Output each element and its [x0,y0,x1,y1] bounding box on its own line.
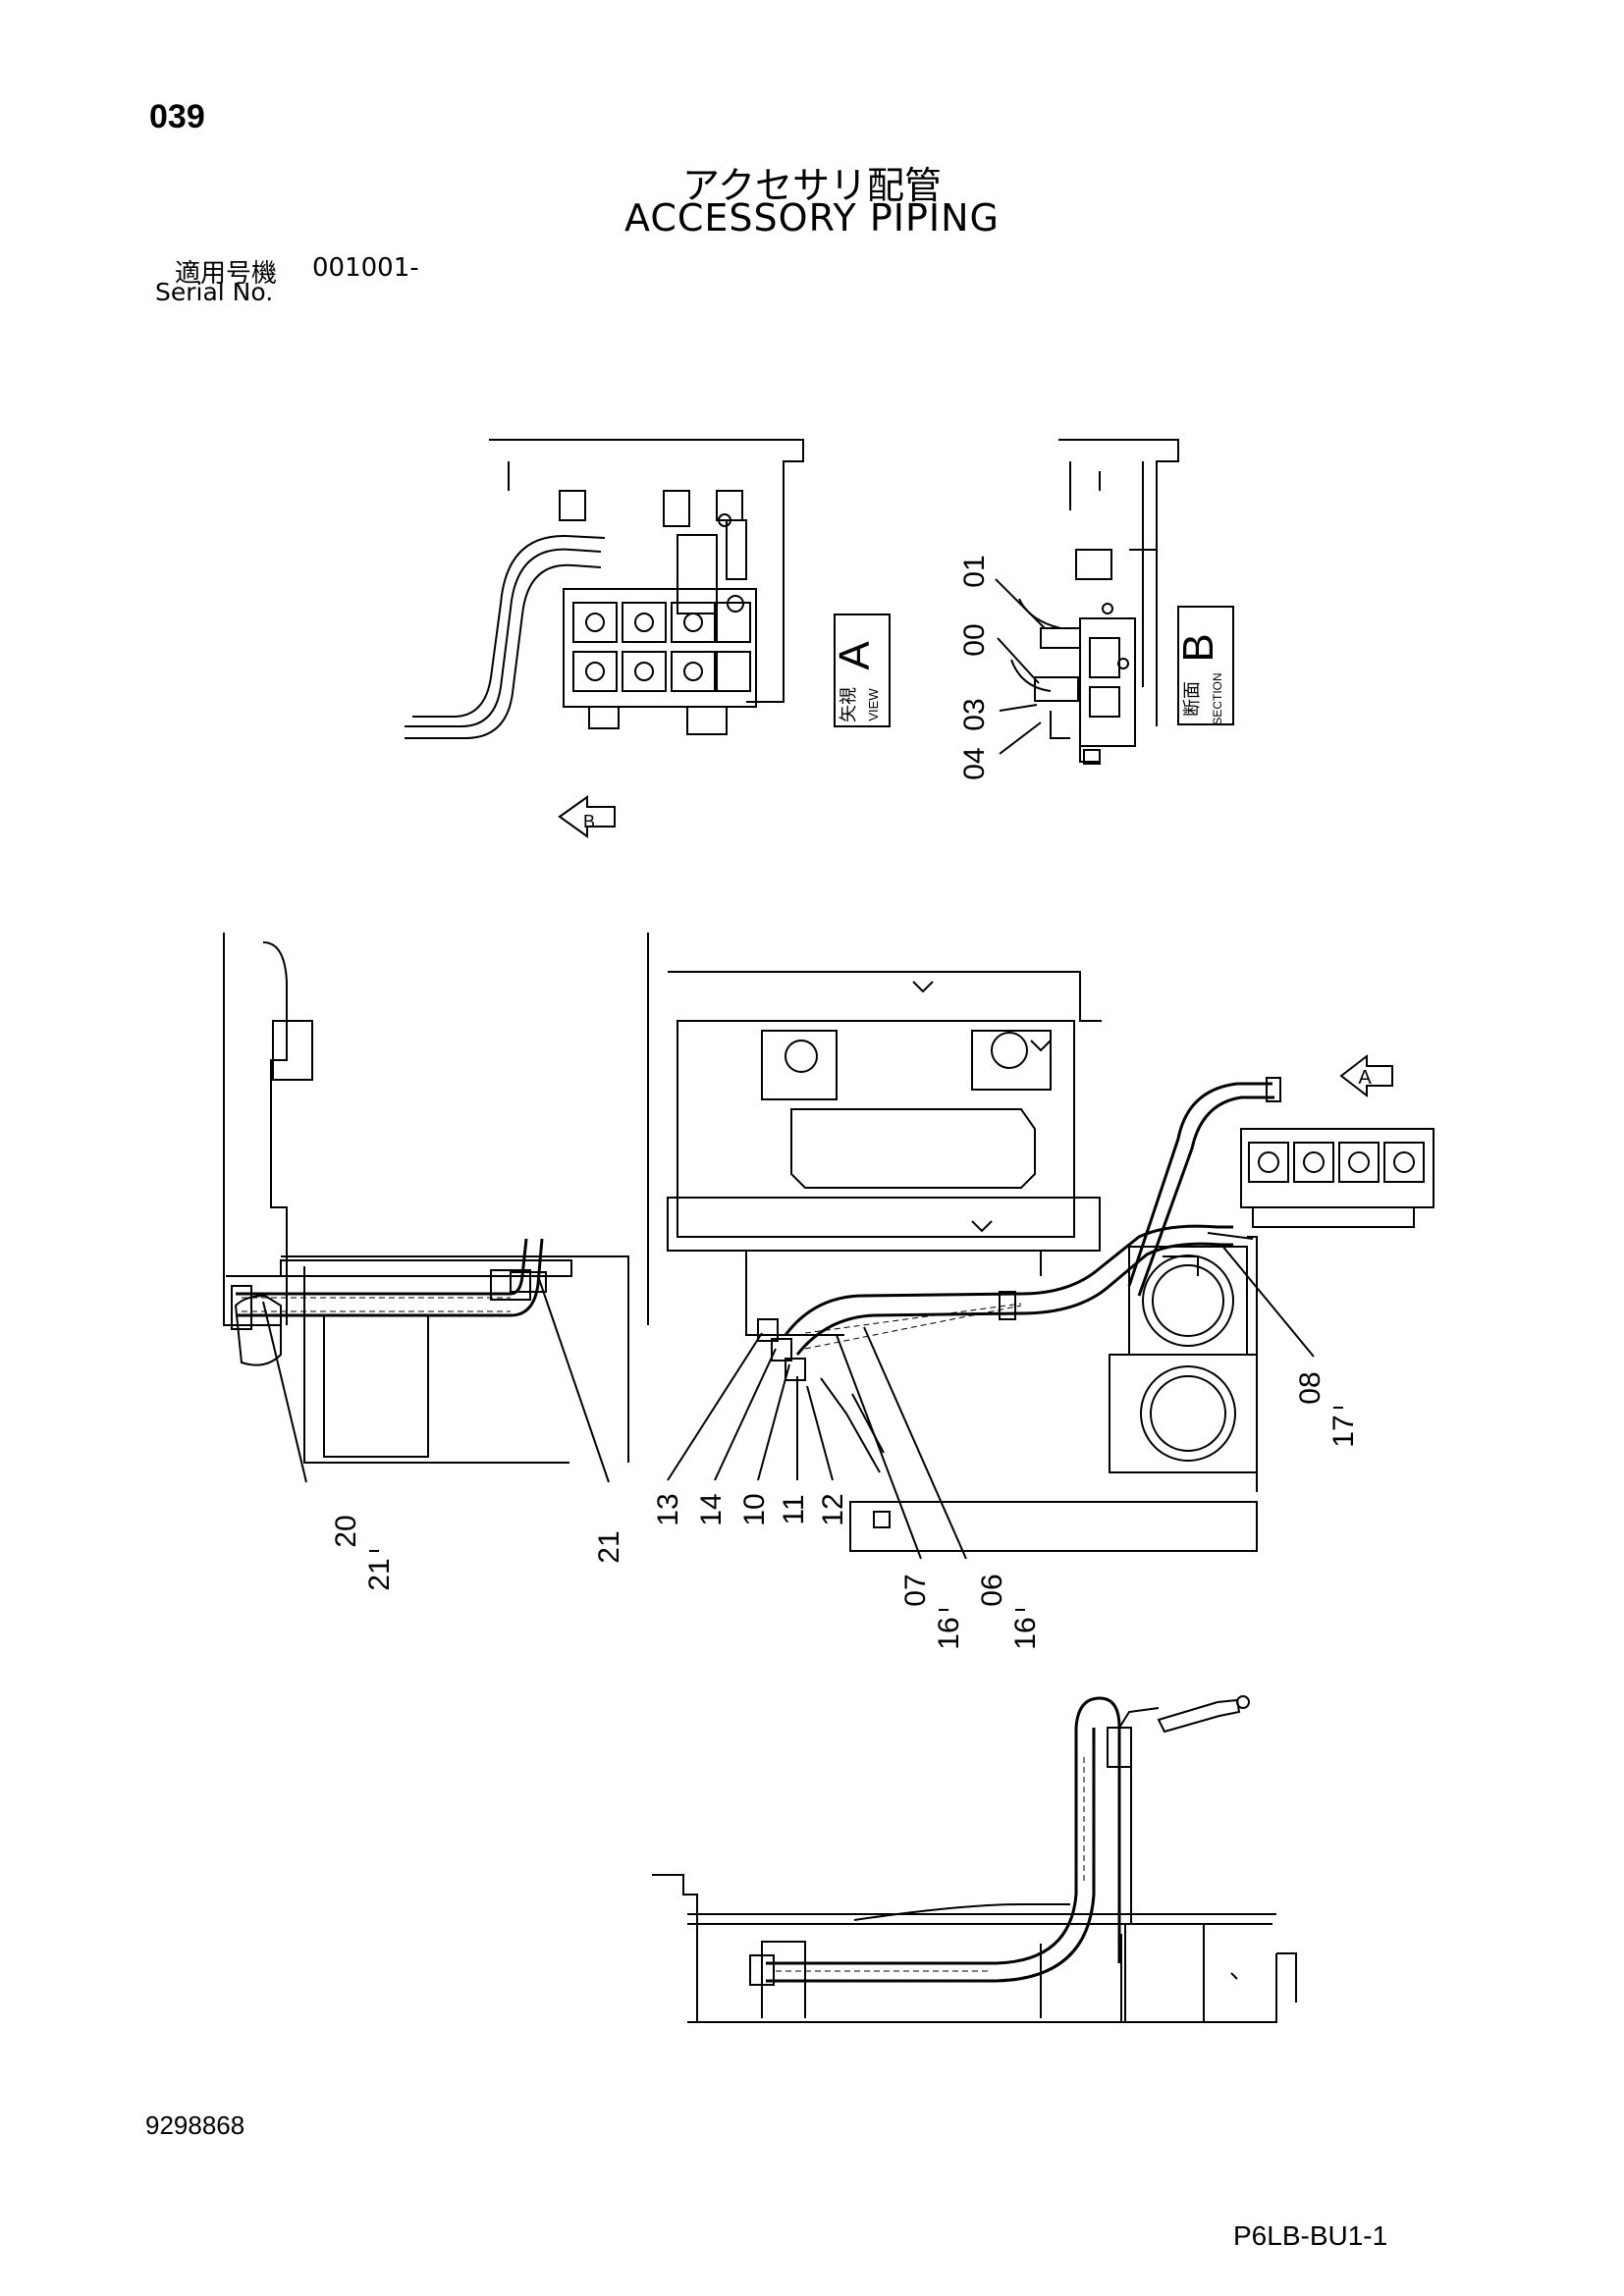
serial-value: 001001- [312,253,419,283]
view-a-label-jp: 矢視 [839,687,858,722]
arrow-b: B [558,795,616,838]
main-assembly-drawing [223,933,1435,1552]
callout-11: 11 [778,1494,810,1524]
callout-dashes [369,1407,1343,1611]
main-callouts: 13 14 10 11 12 20 21 21 07 16 06 16 08 1… [330,1371,1360,1649]
section-b-leaders [995,578,1046,755]
callout-20: 20 [330,1515,362,1547]
callout-03: 03 [958,698,991,730]
callout-12: 12 [817,1493,849,1525]
callout-20-21: 21 [363,1558,396,1590]
hose-routing-drawing [652,1695,1297,2023]
serial-label-english: Serial No. [155,278,274,306]
section-b-letter: B [1174,633,1222,662]
callout-10: 10 [738,1493,771,1525]
callout-13: 13 [652,1493,684,1525]
callout-14: 14 [695,1493,728,1525]
title-english: ACCESSORY PIPING [624,196,1000,240]
callout-07-16: 16 [933,1617,965,1649]
callout-00: 00 [958,623,991,656]
callout-04: 04 [958,747,991,779]
section-b-callouts: 01 00 03 04 [958,555,991,779]
callout-06: 06 [976,1574,1008,1606]
serial-label-japanese: 適用号機 [175,258,278,288]
title-japanese: アクセサリ配管 [681,166,943,207]
section-b-label-en: SECTION [1211,672,1224,724]
callout-08: 08 [1294,1371,1326,1404]
section-b-label-box: B 断面 SECTION [1174,606,1234,725]
section-b-label-jp: 断面 [1182,681,1202,717]
callout-06-16: 16 [1009,1617,1042,1649]
view-a-label-box: A 矢視 VIEW [831,614,891,727]
callout-07: 07 [899,1574,932,1606]
callout-08-17: 17 [1327,1415,1360,1447]
view-a-drawing [405,439,804,739]
view-a-label-en: VIEW [866,688,881,721]
main-callout-leaders [262,1244,1315,1560]
view-a-letter: A [831,641,879,670]
arrow-b-letter: B [583,812,595,831]
callout-01: 01 [958,555,991,587]
arrow-a: A [1339,1053,1393,1098]
callout-21: 21 [593,1530,625,1563]
arrow-a-letter: A [1358,1067,1372,1089]
section-b-drawing [1010,439,1179,765]
document-code: 9298868 [145,2110,245,2140]
page-number: 039 [149,98,205,135]
page-code: P6LB-BU1-1 [1233,2220,1388,2251]
